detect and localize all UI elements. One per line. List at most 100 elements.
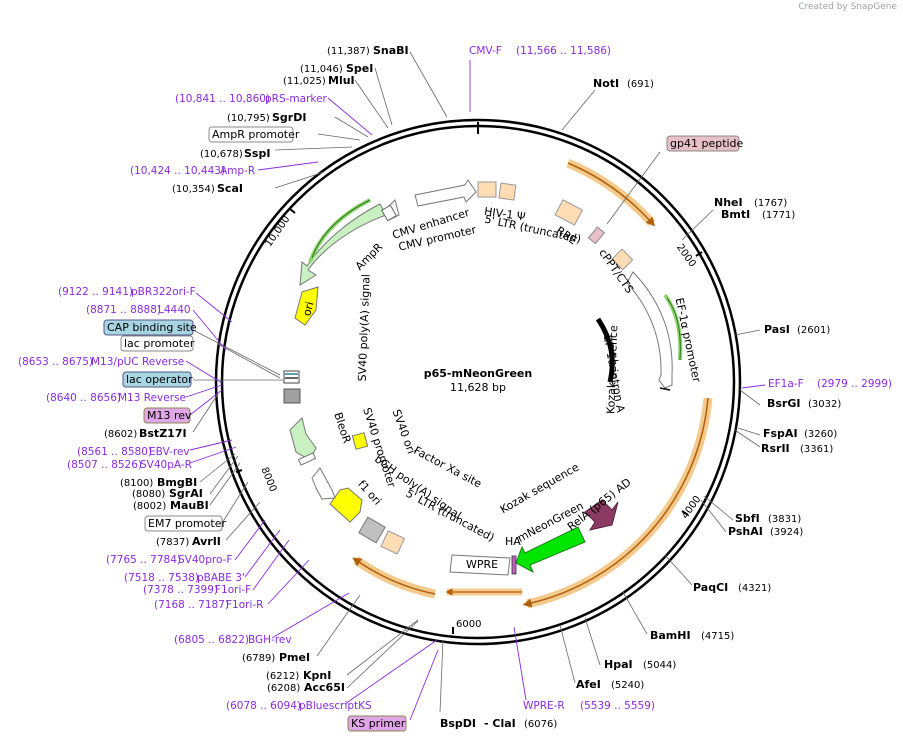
site-spei: SpeI xyxy=(346,62,373,75)
primer-sv40pa: SV40pA-R xyxy=(140,459,192,471)
tick-label-10000: 10,000 xyxy=(263,214,292,249)
connector-lines xyxy=(192,51,761,713)
site-maubi: MauBI xyxy=(170,499,209,512)
tick-label-6000: 6000 xyxy=(456,619,481,630)
ef1a-promoter-arrow xyxy=(626,271,673,389)
primer-pbs: pBluescriptKS xyxy=(299,700,372,712)
site-snabi: SnaBI xyxy=(373,44,409,57)
sites-left: (11,387) SnaBI (11,046) SpeI (11,025) Ml… xyxy=(104,44,409,694)
amp-promoter-label: AmpR promoter xyxy=(212,128,300,141)
site-kpni-pos: (6212) xyxy=(266,671,299,682)
site-afei-pos: (5240) xyxy=(611,680,644,691)
site-bspdi-pos: (6076) xyxy=(524,719,557,730)
wpre-box xyxy=(449,554,511,576)
site-bstz17i: BstZ17I xyxy=(139,427,187,440)
label-cppt: cPPT/CTS xyxy=(596,246,636,295)
primer-pbabe-pos: (7518 .. 7538) xyxy=(124,572,199,584)
site-bmgbi-pos: (8100) xyxy=(120,478,153,489)
lac-promoter-label: lac promoter xyxy=(124,337,195,350)
snapgene-credit: Created by SnapGene xyxy=(798,2,897,12)
site-afei: AfeI xyxy=(576,678,601,691)
primer-m13rev-pos: (8640 .. 8656) xyxy=(46,392,121,404)
primer-f1orif: F1ori-F xyxy=(215,584,251,596)
label-ltr5b: 5' LTR (truncated) xyxy=(404,487,497,545)
site-pshai-pos: (3924) xyxy=(770,527,803,538)
primer-prs-pos: (10,841 .. 10,860) xyxy=(175,93,270,105)
label-sv40ori: SV40 ori xyxy=(390,408,418,456)
site-bmgbi: BmgBI xyxy=(157,476,197,489)
site-rsrii-pos: (3361) xyxy=(800,444,833,455)
ks-box xyxy=(347,715,407,732)
site-pmei: PmeI xyxy=(279,651,310,664)
primer-prs: pRS-marker xyxy=(265,93,328,105)
site-nhei-pos: (1767) xyxy=(754,198,787,209)
site-noti-pos: (691) xyxy=(627,79,654,90)
ef1a-intron-arc xyxy=(595,317,615,383)
backbone-outer xyxy=(214,118,742,646)
site-sgrai: SgrAI xyxy=(169,487,203,500)
label-ori: ori xyxy=(300,300,316,317)
primer-l4440: L4440 xyxy=(158,304,191,316)
ha-tag xyxy=(511,555,517,575)
primer-ef1af-pos: (2979 .. 2999) xyxy=(817,378,892,390)
site-bmti: BmtI xyxy=(721,208,750,221)
site-scai: ScaI xyxy=(217,182,243,195)
lac-marks xyxy=(283,370,300,384)
orf-arcs xyxy=(352,158,713,609)
mneongreen-arrow xyxy=(515,526,586,574)
primer-sv40pro: SV40pro-F xyxy=(178,554,232,566)
site-bmti-pos: (1771) xyxy=(762,210,795,221)
cmv-enhancer-arrow xyxy=(414,179,477,207)
site-sgrai-pos: (8080) xyxy=(132,489,165,500)
cppt-box xyxy=(611,248,634,271)
site-bamhi-pos: (4715) xyxy=(701,631,734,642)
label-bleor: BleoR xyxy=(331,411,353,446)
primer-l4440-pos: (8871 .. 8888) xyxy=(86,304,161,316)
primer-labels: CMV-F (11,566 .. 11,586) (10,841 .. 10,8… xyxy=(18,45,892,712)
m13rev-label: M13 rev xyxy=(147,409,192,422)
primer-pbabe: pBABE 3' xyxy=(197,572,245,584)
site-kpni: KpnI xyxy=(303,669,331,682)
gp41-mark xyxy=(587,226,606,245)
primer-cmvf: CMV-F xyxy=(469,45,502,57)
sites-right: NotI (691) NheI (1767) BmtI (1771) PasI … xyxy=(576,77,841,691)
site-paqci: PaqCI xyxy=(693,581,728,594)
primer-sv40pa-pos: (8507 .. 8526) xyxy=(67,459,142,471)
tick-marks xyxy=(235,208,703,634)
tick-label-8000: 8000 xyxy=(259,466,279,494)
plasmid-name: p65-mNeonGreen xyxy=(424,367,532,380)
site-fspai-pos: (3260) xyxy=(804,429,837,440)
label-kozak1: Kozak sequence xyxy=(604,325,620,414)
site-avrii-pos: (7837) xyxy=(156,537,189,548)
site-bamhi: BamHI xyxy=(650,629,691,642)
ltr5-box xyxy=(498,182,517,201)
amp-promoter-box xyxy=(208,126,294,143)
primer-ebv: EBV-rev xyxy=(149,446,190,458)
site-snabi-pos: (11,387) xyxy=(327,46,370,57)
em7-label: EM7 promoter xyxy=(148,517,226,530)
primer-bgh-pos: (6805 .. 6822) xyxy=(174,634,249,646)
rre-box xyxy=(554,199,584,226)
label-hiv-psi: HIV-1 Ψ xyxy=(483,205,526,224)
primer-wprer: WPRE-R xyxy=(523,700,565,712)
primer-pbr-pos: (9122 .. 9141) xyxy=(58,286,133,298)
label-ef1a-promoter: EF-1α promoter xyxy=(673,297,704,384)
primer-wprer-pos: (5539 .. 5559) xyxy=(580,700,655,712)
site-pshai: PshAI xyxy=(728,525,763,538)
primer-bgh: BGH-rev xyxy=(248,634,292,646)
primer-ampr-pos: (10,424 .. 10,443) xyxy=(130,165,225,177)
site-clai: - ClaI xyxy=(484,717,516,730)
site-sbfi: SbfI xyxy=(735,512,760,525)
site-sgrdi: SgrDI xyxy=(272,111,306,124)
label-sv40pa: SV40 poly(A) signal xyxy=(356,274,373,382)
primer-sv40pro-pos: (7765 .. 7784) xyxy=(106,554,181,566)
ks-label: KS primer xyxy=(351,717,406,730)
m13rev-box xyxy=(143,407,191,424)
label-ampr: AmpR xyxy=(353,240,386,273)
primer-f1orif-pos: (7378 .. 7399) xyxy=(143,584,218,596)
rela-arrow xyxy=(584,499,619,531)
boxed-labels: gp41 peptide AmpR promoter CAP binding s… xyxy=(103,126,744,732)
site-rsrii: RsrII xyxy=(761,442,790,455)
cap-label: CAP binding site xyxy=(107,321,197,334)
